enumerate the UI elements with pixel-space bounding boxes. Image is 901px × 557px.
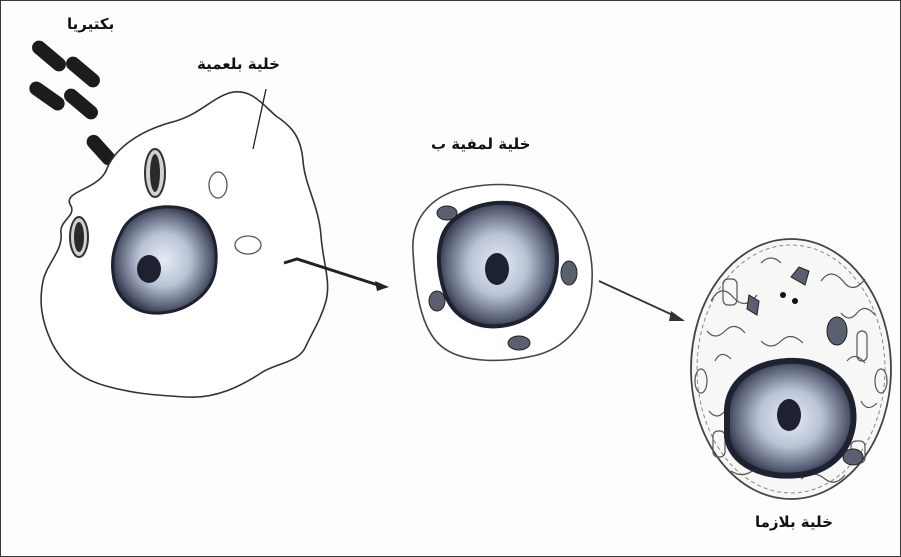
- golgi-dot: [780, 292, 786, 298]
- engulfed-bacterium-core: [150, 154, 160, 192]
- vesicle: [235, 236, 261, 254]
- engulfed-bacterium-core: [74, 222, 84, 252]
- bacterium: [61, 86, 101, 122]
- plasma-cell: [691, 239, 891, 499]
- phagocyte-cell: [41, 89, 328, 397]
- arrow-bcell-to-plasma: [599, 281, 685, 321]
- b-cell: [413, 185, 592, 361]
- bacteria-label: بكتيريا: [67, 15, 114, 33]
- nucleolus: [485, 253, 509, 285]
- phagocyte-label: خلية بلعمية: [197, 55, 280, 73]
- b-cell-label: خلية لمفية ب: [431, 135, 530, 153]
- bacterium: [63, 54, 103, 90]
- phagocyte-nucleus: [112, 207, 216, 313]
- bacterium: [29, 38, 69, 74]
- b-cell-organelle: [437, 206, 457, 220]
- plasma-cell-label: خلية بلازما: [755, 513, 833, 531]
- b-cell-organelle: [561, 261, 577, 285]
- b-cell-organelle: [429, 291, 445, 311]
- golgi-dot: [792, 298, 798, 304]
- nucleolus: [137, 255, 161, 283]
- vesicle: [209, 172, 227, 198]
- bacterium: [27, 79, 68, 113]
- bacteria-group: [27, 38, 119, 168]
- nucleolus: [777, 399, 801, 431]
- b-cell-organelle: [508, 336, 530, 350]
